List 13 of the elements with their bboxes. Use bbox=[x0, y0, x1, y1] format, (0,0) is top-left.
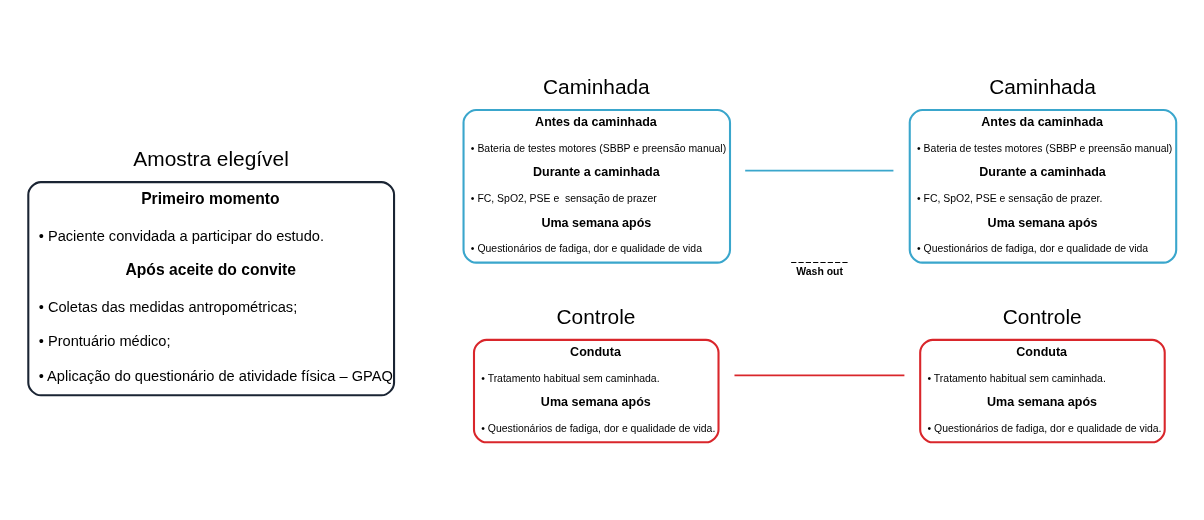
node-box: Conduta • Tratamento habitual sem caminhada. Uma semana após • Questionários de fadiga, dor e qualidade de vida. bbox=[472, 338, 720, 443]
connector bbox=[744, 169, 895, 171]
node-label: Amostra elegível bbox=[133, 146, 289, 170]
node-label: Caminhada bbox=[989, 74, 1096, 98]
node-box: Antes da caminhada • Bateria de testes motores (SBBP e preensão manual) Durante a caminhada • FC, SpO2, PSE e sensação de prazer. Uma semana após • Questionários de fadiga, dor e qualidade de vida bbox=[908, 108, 1178, 264]
connector bbox=[733, 374, 906, 376]
node-label: Controle bbox=[556, 304, 636, 328]
node-box: Antes da caminhada • Bateria de testes motores (SBBP e preensão manual) Durante a caminhada • FC, SpO2, PSE e sensação de prazer Uma semana após • Questionários de fadiga, dor e qualidade de vida bbox=[462, 108, 732, 264]
node-label: Caminhada bbox=[542, 74, 650, 98]
node-label: Controle bbox=[1002, 304, 1082, 328]
node-box: Conduta • Tratamento habitual sem caminhada. Uma semana após • Questionários de fadiga, dor e qualidade de vida. bbox=[919, 338, 1166, 443]
node-box: Primeiro momento • Paciente convidada a participar do estudo. Após aceite do convite • Coletas das medidas antropométricas; • Prontuário médico; • Aplicação do questionário de atividade física – GPAQ bbox=[27, 180, 396, 396]
label: Wash out bbox=[796, 265, 843, 277]
